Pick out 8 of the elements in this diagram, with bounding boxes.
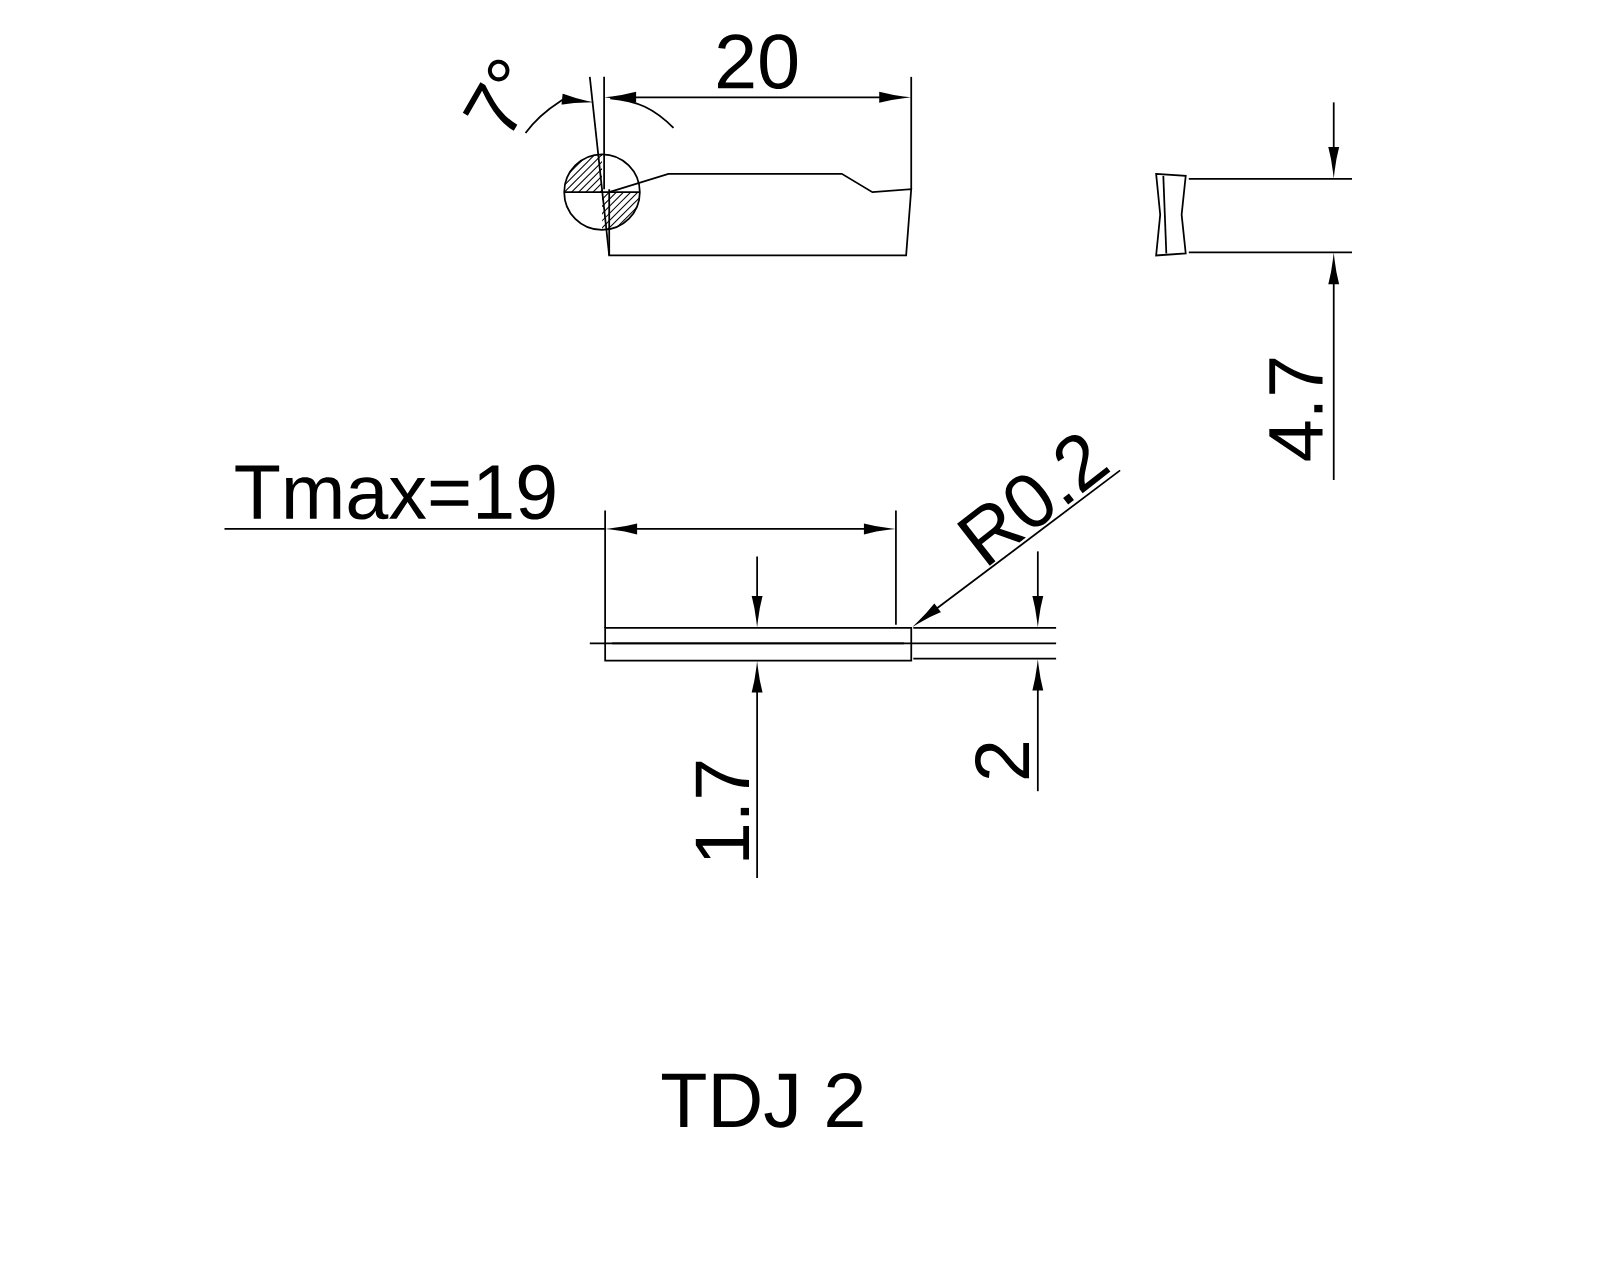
- insert-front-view: [604, 627, 913, 662]
- dimension-label: 1.7: [695, 761, 749, 860]
- part-code: TDJ 2: [661, 1073, 863, 1128]
- dimension-label: Tmax=19: [235, 464, 555, 520]
- angle-label: 7°: [462, 59, 518, 131]
- dimension-label: 4.7: [1269, 358, 1323, 461]
- dimension-label: 20: [718, 34, 798, 89]
- dimension-label: 2: [975, 742, 1029, 779]
